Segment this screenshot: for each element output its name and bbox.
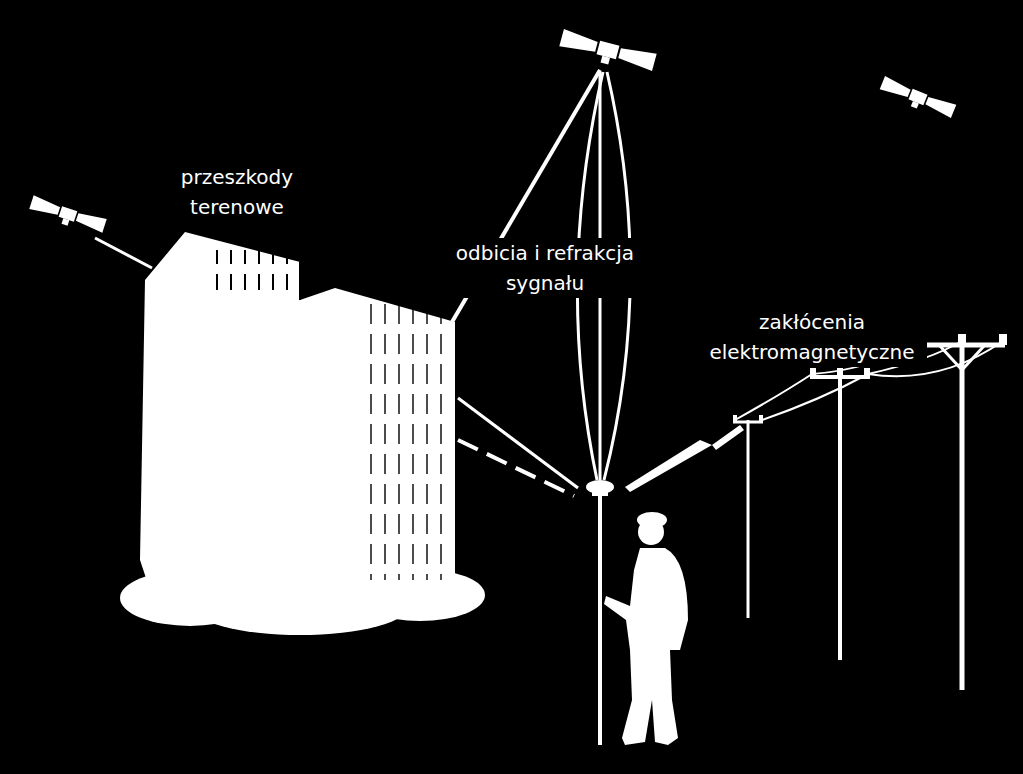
power-line [733, 334, 1007, 690]
satellite [558, 29, 657, 76]
gnss-receiver [586, 480, 614, 745]
signal-ray [95, 238, 152, 268]
surveyor [604, 512, 688, 745]
obstacle-label: przeszkody terenowe [162, 162, 312, 222]
interference-label: zakłócenia elektromagnetyczne [697, 307, 927, 367]
satellite [28, 195, 107, 236]
satellite [878, 76, 956, 122]
reflection-label: odbicia i refrakcja sygnału [430, 238, 660, 298]
